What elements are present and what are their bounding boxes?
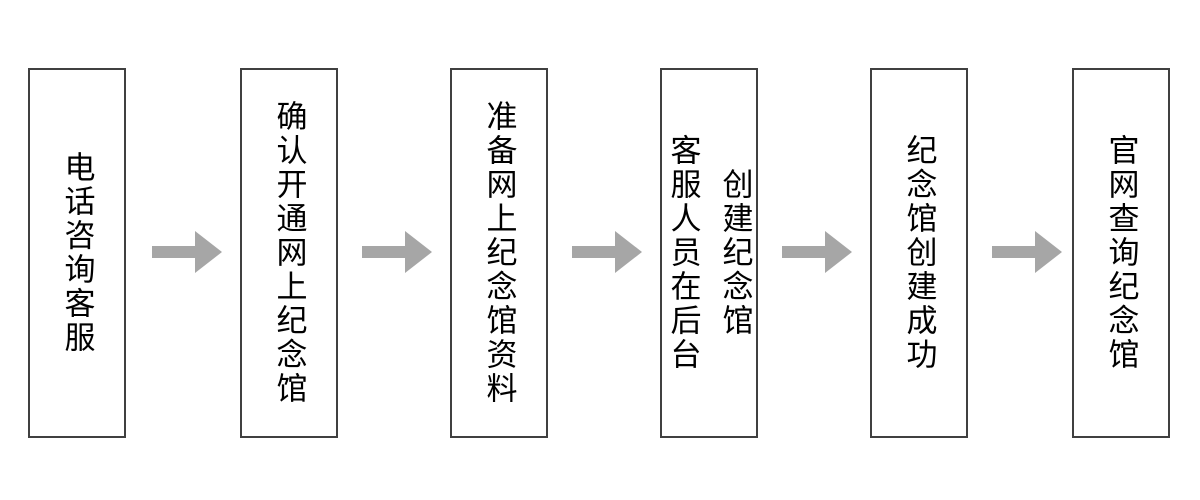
flow-step-phone-consult-label: 电话咨询客服: [59, 151, 95, 355]
flow-step-phone-consult: 电话咨询客服: [28, 68, 126, 438]
flow-step-confirm-open-label: 确认开通网上纪念馆: [271, 100, 307, 406]
flow-step-website-query: 官网查询纪念馆: [1072, 68, 1170, 438]
flow-step-create-success-label: 纪念馆创建成功: [901, 134, 937, 372]
flow-step-staff-create-label-line-1: 客服人员在后台: [665, 134, 701, 372]
flow-step-prepare-materials-label: 准备网上纪念馆资料: [481, 100, 517, 406]
flow-step-create-success: 纪念馆创建成功: [870, 68, 968, 438]
arrow-right-icon: [572, 231, 642, 273]
arrow-right-icon: [362, 231, 432, 273]
flow-step-prepare-materials: 准备网上纪念馆资料: [450, 68, 548, 438]
flow-step-staff-create-label-line-2: 创建纪念馆: [717, 168, 753, 338]
flow-step-website-query-label: 官网查询纪念馆: [1103, 134, 1139, 372]
flow-step-staff-create: 客服人员在后台 创建纪念馆: [660, 68, 758, 438]
arrow-right-icon: [782, 231, 852, 273]
arrow-right-icon: [992, 231, 1062, 273]
flow-step-confirm-open: 确认开通网上纪念馆: [240, 68, 338, 438]
arrow-right-icon: [152, 231, 222, 273]
